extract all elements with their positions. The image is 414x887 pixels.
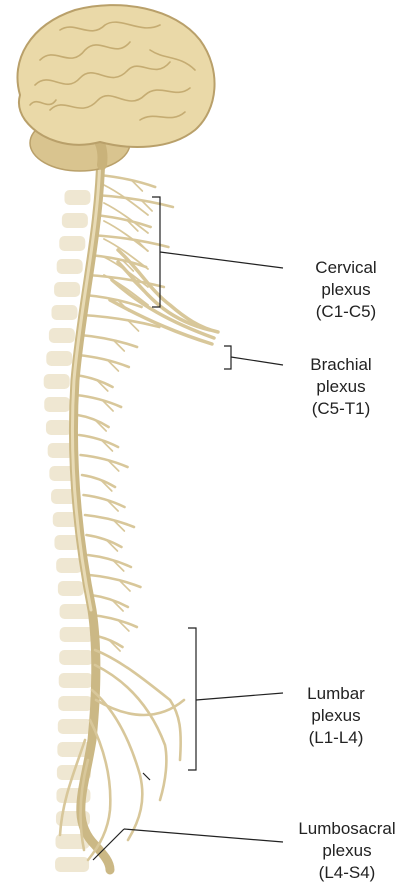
- lumbar-plexus-label: Lumbar plexus (L1-L4): [286, 683, 386, 749]
- vertebra: [49, 328, 75, 343]
- vertebra: [44, 397, 70, 412]
- spinal-nerve: [76, 395, 121, 407]
- brachial-bracket: [224, 346, 231, 369]
- vertebra: [59, 650, 93, 665]
- lumbar-bracket: [188, 628, 196, 770]
- vertebra: [44, 374, 70, 389]
- lumbosacral-plexus-label: Lumbosacral plexus (L4-S4): [286, 818, 408, 884]
- vertebra: [57, 259, 83, 274]
- lumbosacral-tick: [143, 773, 150, 780]
- cervical-plexus-label: Cervical plexus (C1-C5): [286, 257, 406, 323]
- vertebra: [56, 558, 82, 573]
- vertebra: [60, 627, 94, 642]
- vertebra: [46, 420, 72, 435]
- spinal-nerve: [87, 275, 164, 287]
- lumbar-name: Lumbar: [286, 683, 386, 705]
- lumbar-range: (L1-L4): [286, 727, 386, 749]
- vertebra: [46, 351, 72, 366]
- vertebra: [62, 213, 88, 228]
- spinal-nerve: [80, 335, 137, 347]
- spinal-nerve: [78, 355, 129, 367]
- cervical-leader: [160, 252, 283, 268]
- spinal-nerve: [98, 175, 155, 187]
- brachial-plexus-label: Brachial plexus (C5-T1): [286, 354, 396, 420]
- spinal-nerve: [76, 375, 113, 387]
- lumbosacral-name: Lumbosacral: [286, 818, 408, 840]
- spinal-nerve: [92, 615, 137, 627]
- spinal-nerve: [88, 555, 131, 567]
- lumbosacral-range: (L4-S4): [286, 862, 408, 884]
- cervical-range: (C1-C5): [286, 301, 406, 323]
- vertebra: [64, 190, 90, 205]
- vertebra: [59, 236, 85, 251]
- spinal-nerve: [78, 415, 109, 427]
- lumbosacral-leader-b: [124, 829, 283, 842]
- cervical-name: Cervical: [286, 257, 406, 279]
- spinal-nerve: [89, 575, 140, 587]
- vertebra: [58, 581, 84, 596]
- vertebra: [54, 282, 80, 297]
- spinal-nerve: [84, 495, 125, 507]
- cerebrum: [17, 5, 214, 147]
- vertebra: [58, 696, 92, 711]
- brachial-name: Brachial: [286, 354, 396, 376]
- vertebra: [59, 673, 93, 688]
- spinal-nerve: [79, 435, 118, 447]
- lumbar-word: plexus: [286, 705, 386, 727]
- brachial-word: plexus: [286, 376, 396, 398]
- spinal-nerve: [86, 535, 121, 547]
- brachial-leader: [231, 357, 283, 365]
- spinal-nerve: [81, 455, 128, 467]
- cervical-word: plexus: [286, 279, 406, 301]
- spinal-nerve: [82, 475, 115, 487]
- vertebra: [51, 305, 77, 320]
- spinal-nerve: [85, 515, 134, 527]
- lumbosacral-word: plexus: [286, 840, 408, 862]
- lumbar-leader: [196, 693, 283, 700]
- spinal-nerve: [94, 215, 151, 227]
- brachial-range: (C5-T1): [286, 398, 396, 420]
- spinal-nerve: [91, 595, 128, 607]
- vertebra: [55, 857, 89, 872]
- vertebra: [58, 719, 92, 734]
